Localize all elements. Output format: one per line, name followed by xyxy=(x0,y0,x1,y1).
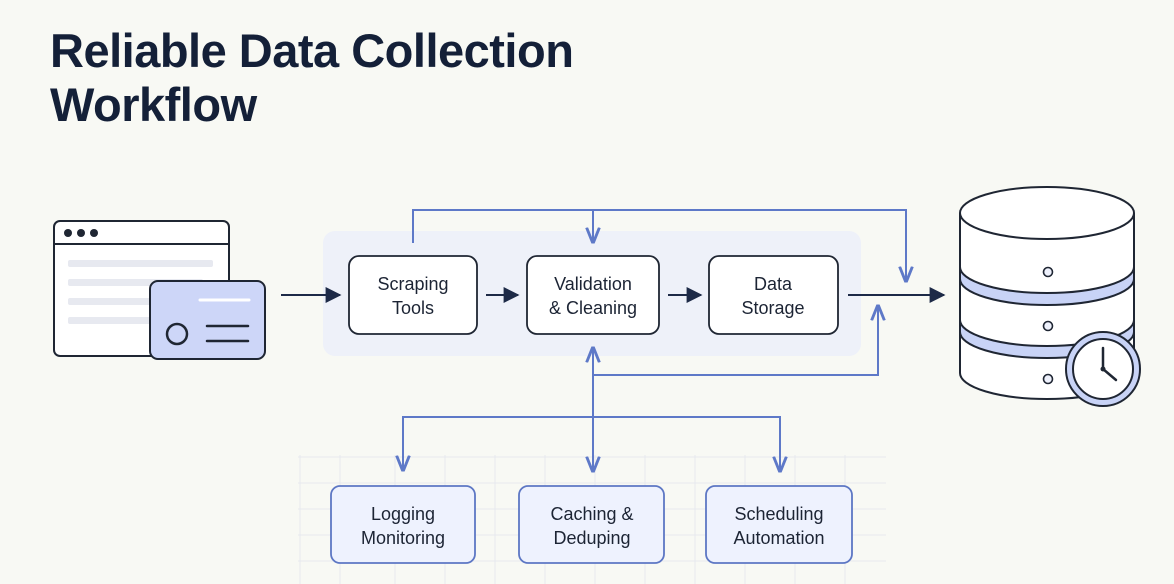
support-node-caching: Caching & Deduping xyxy=(518,485,665,564)
support-node-label: Deduping xyxy=(553,528,630,548)
support-branch-line xyxy=(403,416,780,471)
support-node-label: Logging xyxy=(371,504,435,524)
title-line-2: Workflow xyxy=(50,78,257,131)
support-node-logging: Logging Monitoring xyxy=(330,485,476,564)
support-node-label: Scheduling xyxy=(734,504,823,524)
pipeline-node-label: Storage xyxy=(741,298,804,318)
pipeline-node-label: Scraping xyxy=(377,274,448,294)
top-feedback-line xyxy=(412,209,906,281)
pipeline-node-storage: Data Storage xyxy=(708,255,839,335)
database-clock-icon xyxy=(959,186,1141,407)
pipeline-node-label: & Cleaning xyxy=(549,298,637,318)
support-node-label: Monitoring xyxy=(361,528,445,548)
support-node-label: Caching & xyxy=(550,504,633,524)
pipeline-node-label: Data xyxy=(754,274,793,294)
pipeline-node-validation: Validation & Cleaning xyxy=(526,255,660,335)
support-node-label: Automation xyxy=(733,528,824,548)
pipeline-node-scraping: Scraping Tools xyxy=(348,255,478,335)
pipeline-node-label: Tools xyxy=(392,298,434,318)
bottom-feedback-line xyxy=(593,306,878,376)
browser-window-icon xyxy=(53,220,266,360)
support-node-scheduling: Scheduling Automation xyxy=(705,485,853,564)
title-line-1: Reliable Data Collection xyxy=(50,24,574,77)
page-title: Reliable Data Collection Workflow xyxy=(50,24,700,132)
pipeline-node-label: Validation xyxy=(554,274,632,294)
